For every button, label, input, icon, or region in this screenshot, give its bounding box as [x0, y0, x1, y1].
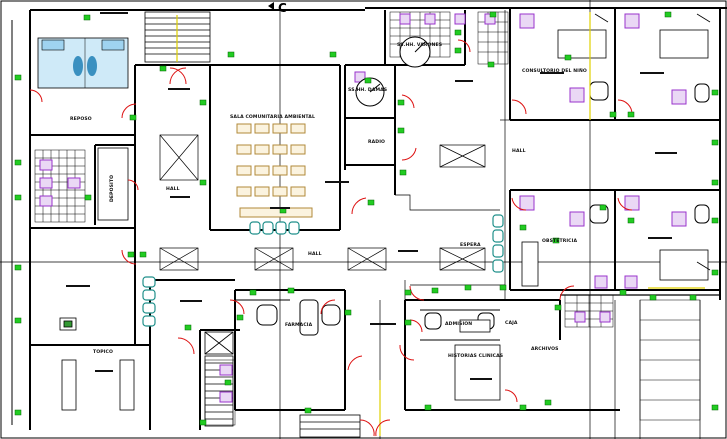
round-fixtures	[355, 36, 431, 107]
shafts	[159, 134, 486, 271]
room-label-consultorio-nino: CONSULTORIO DEL NIÑO	[522, 67, 587, 74]
door-arcs	[29, 39, 633, 437]
room-labels: SS.HH. VARONES SS.HH. DAMAS SALA COMUNIT…	[70, 42, 587, 359]
room-label-topico: TOPICO	[93, 349, 113, 355]
room-label-radio: RADIO	[368, 139, 385, 145]
grid-marker-label: C	[278, 1, 287, 15]
room-label-farmacia: FARMACIA	[285, 322, 313, 328]
sanitary-fixtures	[39, 13, 687, 403]
yellow-accents	[176, 12, 705, 436]
room-label-hall-left: HALL	[166, 186, 180, 192]
room-label-historias: HISTORIAS CLINICAS	[448, 353, 503, 359]
room-label-obstetricia: OBSTETRICIA	[542, 238, 577, 244]
room-label-ssh-varones: SS.HH. VARONES	[397, 42, 442, 48]
room-label-reposo: REPOSO	[70, 116, 92, 122]
room-label-caja: CAJA	[505, 320, 518, 326]
exam-tables	[521, 13, 711, 287]
community-seating	[236, 123, 313, 218]
room-label-hall-center: HALL	[308, 251, 322, 257]
waiting-seats	[142, 214, 504, 327]
reposo-beds	[37, 37, 129, 89]
room-label-archivos: ARCHIVOS	[531, 346, 559, 352]
annotation-bars	[66, 12, 677, 380]
electrical-outlets	[14, 11, 719, 426]
grid-marker-group: C	[268, 1, 287, 15]
room-label-deposito: DEPOSITO	[109, 175, 115, 202]
room-label-hall-right: HALL	[512, 148, 526, 154]
room-label-ssh-damas: SS.HH. DAMAS	[348, 87, 387, 93]
chairs	[256, 81, 710, 336]
room-label-espera: ESPERA	[460, 242, 481, 248]
room-label-sala-comunitaria: SALA COMUNITARIA AMBIENTAL	[230, 114, 315, 120]
room-label-admision: ADMISION	[445, 321, 472, 327]
topico-furniture	[59, 147, 501, 411]
